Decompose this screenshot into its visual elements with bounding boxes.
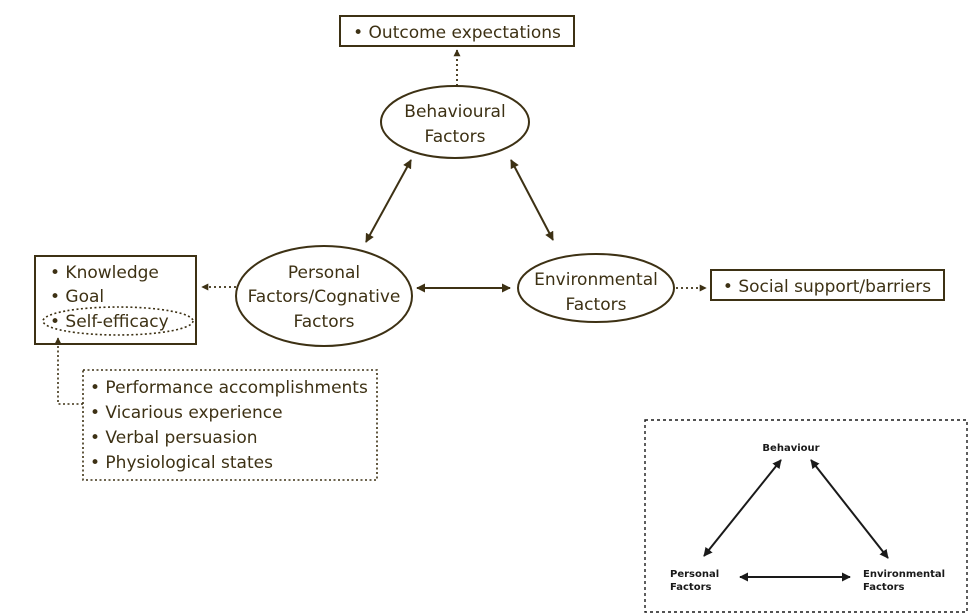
efficacy-sources-box: • Performance accomplishments • Vicariou… xyxy=(82,369,378,481)
social-support-label: • Social support/barriers xyxy=(723,277,931,297)
goal-item: • Goal xyxy=(50,287,104,307)
outcome-expectations-label: • Outcome expectations xyxy=(353,23,561,43)
behaviour-environment-arrow xyxy=(510,159,554,241)
social-support-box: • Social support/barriers xyxy=(710,269,945,301)
personal-factors-node: Personal Factors/Cognative Factors xyxy=(235,245,413,347)
inset-environmental-line-2: Factors xyxy=(863,582,905,593)
inset-personal-line-2: Factors xyxy=(670,582,712,593)
inset-triadic-model: Behaviour Personal Factors Environmental… xyxy=(644,419,968,613)
behaviour-personal-arrow xyxy=(365,159,412,243)
efficacy-source-3: • Verbal persuasion xyxy=(90,428,258,448)
self-efficacy-item: • Self-efficacy xyxy=(50,312,169,332)
inset-behaviour-label: Behaviour xyxy=(762,443,819,454)
personal-attributes-box: • Knowledge • Goal • Self-efficacy xyxy=(34,255,197,345)
efficacy-source-1: • Performance accomplishments xyxy=(90,378,368,398)
behavioural-factors-line-2: Factors xyxy=(425,127,486,147)
inset-environmental-line-1: Environmental xyxy=(863,569,945,580)
environmental-factors-node: Environmental Factors xyxy=(517,253,675,323)
inset-behaviour-environment-arrow xyxy=(810,459,889,559)
knowledge-item: • Knowledge xyxy=(50,263,159,283)
personal-factors-line-3: Factors xyxy=(294,312,355,332)
behavioural-factors-node: Behavioural Factors xyxy=(380,85,530,159)
personal-factors-line-2: Factors/Cognative xyxy=(248,287,401,307)
efficacy-sources-connector xyxy=(54,337,83,405)
self-efficacy-highlight xyxy=(42,306,194,336)
environmental-factors-line-2: Factors xyxy=(566,295,627,315)
inset-behaviour-personal-arrow xyxy=(703,459,782,557)
environmental-factors-line-1: Environmental xyxy=(534,270,658,290)
inset-frame xyxy=(644,419,968,613)
efficacy-source-2: • Vicarious experience xyxy=(90,403,283,423)
inset-personal-line-1: Personal xyxy=(670,569,719,580)
outcome-expectations-box: • Outcome expectations xyxy=(339,15,575,47)
efficacy-source-4: • Physiological states xyxy=(90,453,273,473)
personal-factors-line-1: Personal xyxy=(288,263,360,283)
behavioural-factors-line-1: Behavioural xyxy=(404,102,505,122)
